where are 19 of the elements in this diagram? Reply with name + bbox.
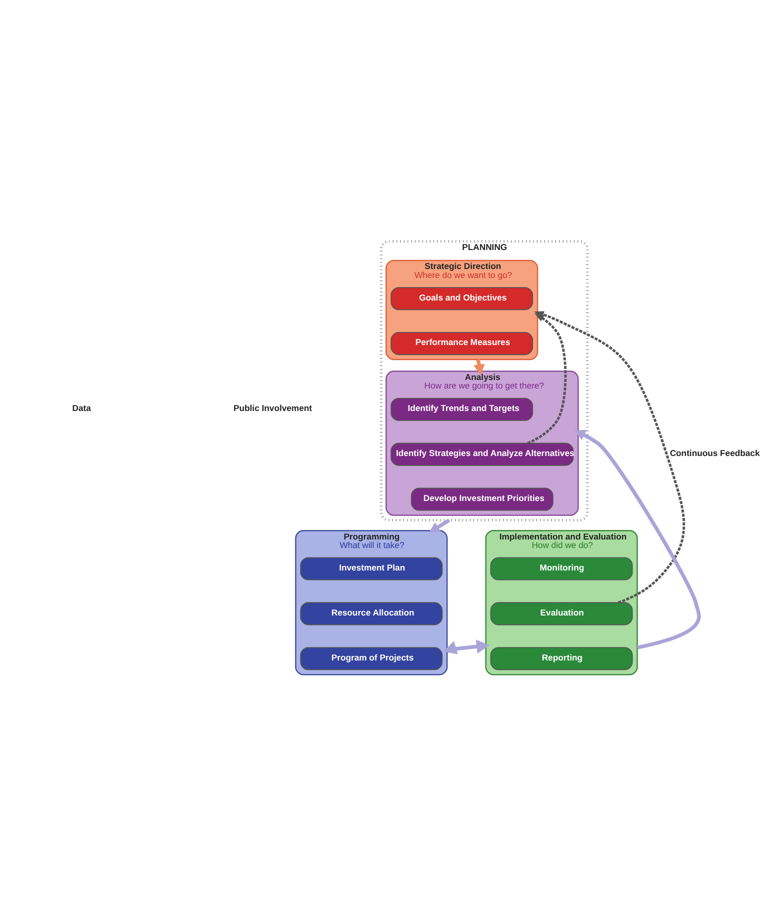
arrow: [443, 639, 490, 654]
arrow: [428, 518, 450, 532]
node-box: Identify Strategies and Analyze Alternatives: [390, 442, 574, 466]
node-box: Identify Trends and Targets: [390, 397, 534, 420]
node-box: Investment Plan: [300, 556, 443, 580]
node-box: Resource Allocation: [300, 602, 443, 625]
node-box: Performance Measures: [390, 332, 534, 355]
node-box: Goals and Objectives: [390, 286, 534, 310]
node-box: Develop Investment Priorities: [410, 487, 554, 510]
node-box: Reporting: [490, 646, 633, 670]
arrow: [574, 429, 701, 649]
node-box: Evaluation: [490, 602, 633, 625]
edge-label: Continuous Feedback: [670, 447, 760, 458]
label: Data: [72, 402, 91, 413]
label: Public Involvement: [234, 402, 312, 413]
arrow: [527, 312, 567, 444]
node-box: Program of Projects: [300, 646, 443, 670]
node-box: Monitoring: [490, 556, 633, 580]
arrow: [534, 310, 686, 604]
